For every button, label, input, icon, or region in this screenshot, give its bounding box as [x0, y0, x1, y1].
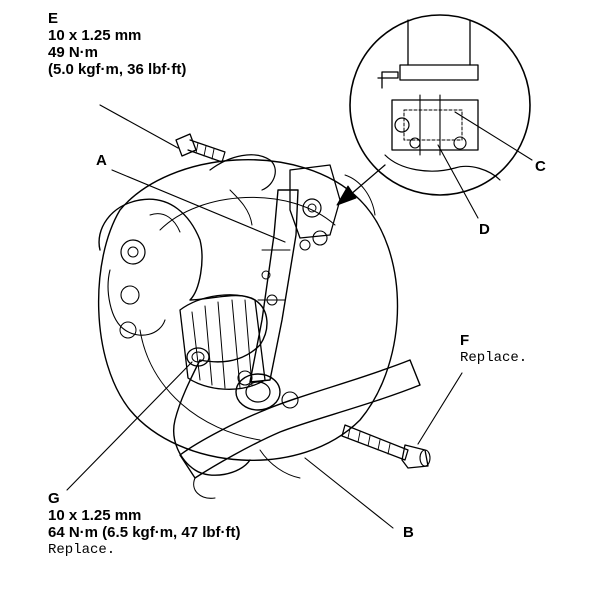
- callout-e-torque-alt: (5.0 kgf·m, 36 lbf·ft): [48, 61, 187, 78]
- leader-e: [99, 104, 179, 149]
- brake-disc: [97, 159, 399, 461]
- detail-arrow: [336, 164, 386, 206]
- pinch-clamp: [289, 164, 376, 251]
- callout-f-letter: F: [460, 332, 470, 349]
- callout-e-torque: 49 N·m: [48, 44, 99, 61]
- lower-flange-bolt: [186, 347, 210, 367]
- leader-c: [454, 111, 533, 161]
- callout-f-note: Replace.: [460, 350, 528, 366]
- leader-b: [304, 457, 394, 529]
- steering-knuckle: [98, 154, 276, 476]
- callout-g-note: Replace.: [48, 542, 116, 558]
- leader-d: [437, 144, 479, 219]
- callout-e-letter: E: [48, 10, 59, 27]
- lower-bushing: [235, 370, 299, 411]
- callout-a-letter: A: [96, 152, 107, 169]
- callout-g-letter: G: [48, 490, 60, 507]
- callout-e-size: 10 x 1.25 mm: [48, 27, 142, 44]
- callout-c-letter: C: [535, 158, 546, 175]
- long-bolt: [341, 424, 431, 469]
- callout-g-size: 10 x 1.25 mm: [48, 507, 142, 524]
- damper-fork: [249, 189, 299, 383]
- callout-d-letter: D: [479, 221, 490, 238]
- leader-g: [66, 361, 193, 491]
- detail-circle: [349, 14, 531, 196]
- leader-lines: [66, 104, 533, 529]
- leader-a: [111, 169, 286, 243]
- leader-f: [417, 372, 463, 445]
- callout-g-torque: 64 N·m (6.5 kgf·m, 47 lbf·ft): [48, 524, 241, 541]
- callout-b-letter: B: [403, 524, 414, 541]
- upper-bolt: [175, 133, 226, 163]
- lower-arm: [179, 359, 421, 499]
